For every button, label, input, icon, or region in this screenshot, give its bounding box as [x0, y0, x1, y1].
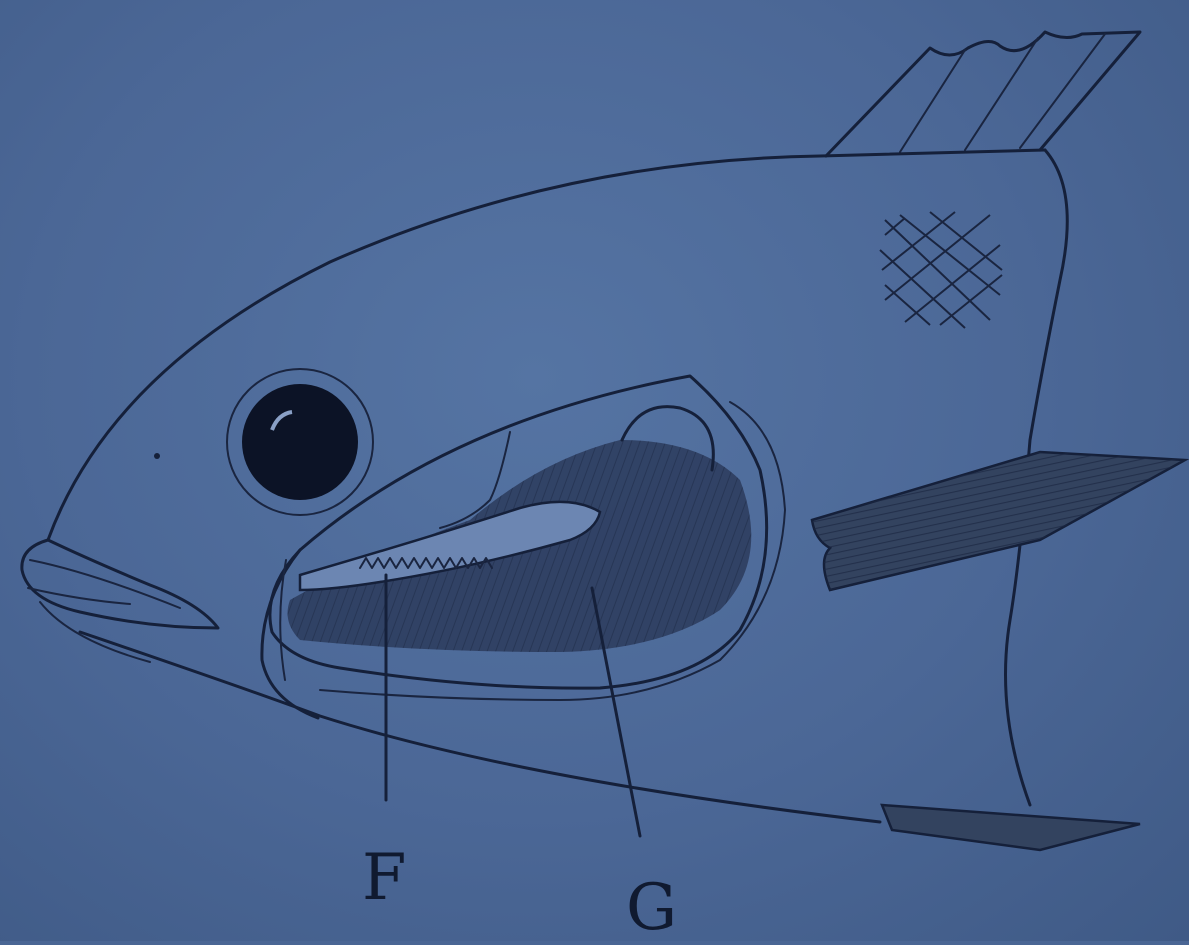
scales-patch	[880, 212, 1002, 328]
label-g: G	[626, 876, 677, 940]
mouth	[22, 540, 218, 662]
pelvic-fin	[882, 805, 1140, 850]
eye	[227, 369, 373, 515]
nostril	[154, 453, 160, 459]
label-f: F	[362, 846, 406, 910]
pectoral-fin	[812, 452, 1185, 590]
dorsal-fin	[826, 32, 1140, 156]
